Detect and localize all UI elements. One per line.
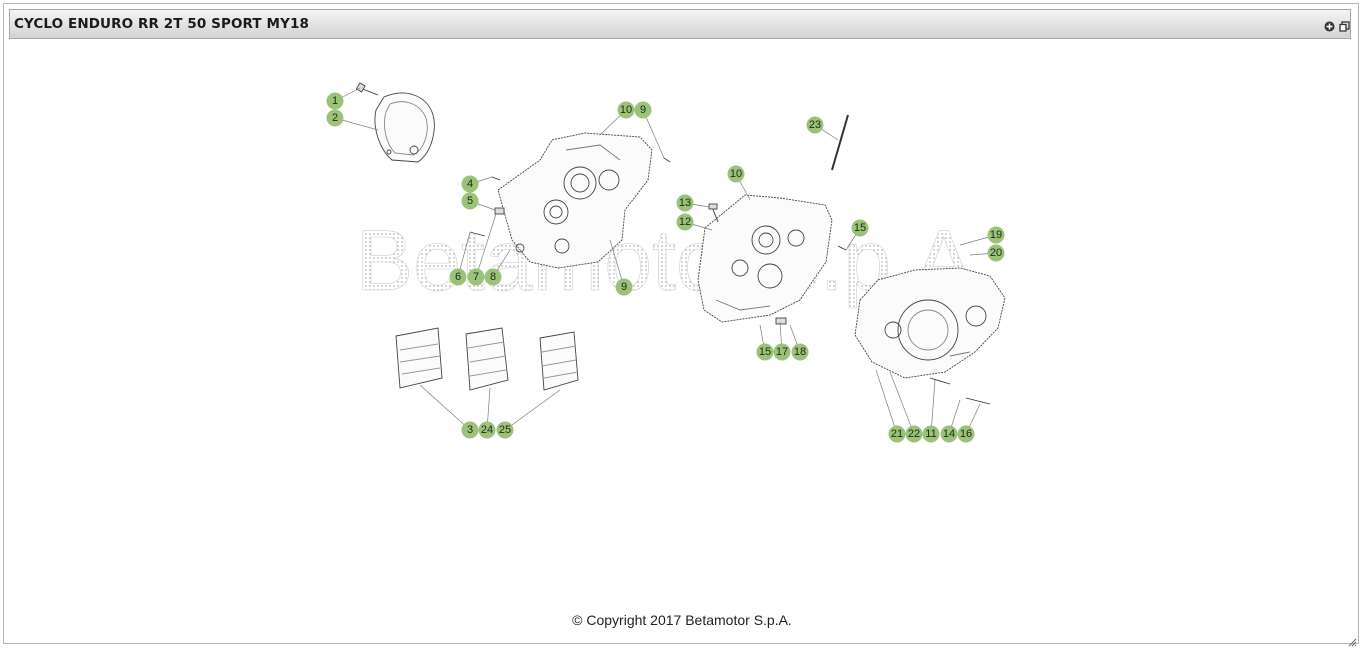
svg-text:12: 12 — [679, 216, 691, 228]
left-crankcase-part — [469, 132, 671, 269]
engine-parts-drawing — [355, 82, 1006, 405]
svg-text:1: 1 — [332, 95, 338, 107]
popout-icon[interactable] — [1339, 21, 1350, 32]
svg-text:13: 13 — [679, 197, 691, 209]
svg-text:9: 9 — [640, 104, 646, 116]
callouts: 1 2 10 9 4 5 6 7 8 9 10 13 12 23 15 15 1… — [326, 92, 1005, 443]
svg-text:24: 24 — [481, 424, 493, 436]
callout-5[interactable]: 5 — [461, 192, 479, 210]
callout-10[interactable]: 10 — [727, 165, 745, 183]
callout-10[interactable]: 10 — [617, 101, 635, 119]
resize-grip-icon[interactable] — [1347, 632, 1357, 647]
callout-22[interactable]: 22 — [905, 425, 923, 443]
panel-title: CYCLO ENDURO RR 2T 50 SPORT MY18 — [14, 16, 309, 32]
svg-text:8: 8 — [490, 271, 496, 283]
svg-text:6: 6 — [455, 271, 461, 283]
callout-18[interactable]: 18 — [791, 343, 809, 361]
svg-text:2: 2 — [332, 112, 338, 124]
callout-7[interactable]: 7 — [467, 268, 485, 286]
reed-valve-parts — [395, 327, 579, 391]
right-crankcase-part — [697, 114, 849, 325]
callout-12[interactable]: 12 — [676, 213, 694, 231]
callout-8[interactable]: 8 — [484, 268, 502, 286]
callout-3[interactable]: 3 — [461, 421, 479, 439]
callout-23[interactable]: 23 — [806, 116, 824, 134]
svg-text:4: 4 — [467, 178, 473, 190]
svg-text:25: 25 — [499, 424, 511, 436]
svg-text:10: 10 — [620, 104, 632, 116]
svg-text:15: 15 — [854, 222, 866, 234]
callout-14[interactable]: 14 — [940, 425, 958, 443]
callout-11[interactable]: 11 — [922, 425, 940, 443]
copyright-footer: © Copyright 2017 Betamotor S.p.A. — [572, 612, 792, 628]
callout-2[interactable]: 2 — [326, 109, 344, 127]
callout-21[interactable]: 21 — [888, 425, 906, 443]
panel-header: CYCLO ENDURO RR 2T 50 SPORT MY18 — [9, 9, 1351, 39]
svg-text:20: 20 — [990, 247, 1002, 259]
ignition-cover-part — [355, 82, 435, 163]
svg-text:7: 7 — [473, 271, 479, 283]
callout-19[interactable]: 19 — [987, 226, 1005, 244]
callout-4[interactable]: 4 — [461, 175, 479, 193]
callout-24[interactable]: 24 — [478, 421, 496, 439]
clutch-cover-part — [854, 267, 1006, 405]
callout-15[interactable]: 15 — [756, 343, 774, 361]
callout-13[interactable]: 13 — [676, 194, 694, 212]
svg-text:18: 18 — [794, 346, 806, 358]
svg-text:22: 22 — [908, 428, 920, 440]
svg-text:21: 21 — [891, 428, 903, 440]
callout-1[interactable]: 1 — [326, 92, 344, 110]
svg-text:14: 14 — [943, 428, 955, 440]
callout-6[interactable]: 6 — [449, 268, 467, 286]
plus-circle-icon[interactable] — [1324, 21, 1335, 32]
callout-15[interactable]: 15 — [851, 219, 869, 237]
svg-text:3: 3 — [467, 424, 473, 436]
callout-9[interactable]: 9 — [634, 101, 652, 119]
svg-text:10: 10 — [730, 168, 742, 180]
callout-25[interactable]: 25 — [496, 421, 514, 439]
callout-16[interactable]: 16 — [957, 425, 975, 443]
svg-text:15: 15 — [759, 346, 771, 358]
svg-text:5: 5 — [467, 195, 473, 207]
svg-text:9: 9 — [621, 281, 627, 293]
svg-text:19: 19 — [990, 229, 1002, 241]
callout-17[interactable]: 17 — [773, 343, 791, 361]
callout-9[interactable]: 9 — [615, 278, 633, 296]
parts-panel — [3, 3, 1359, 644]
svg-text:23: 23 — [809, 119, 821, 131]
svg-text:17: 17 — [776, 346, 788, 358]
callout-20[interactable]: 20 — [987, 244, 1005, 262]
svg-text:16: 16 — [960, 428, 972, 440]
svg-text:11: 11 — [925, 428, 936, 440]
